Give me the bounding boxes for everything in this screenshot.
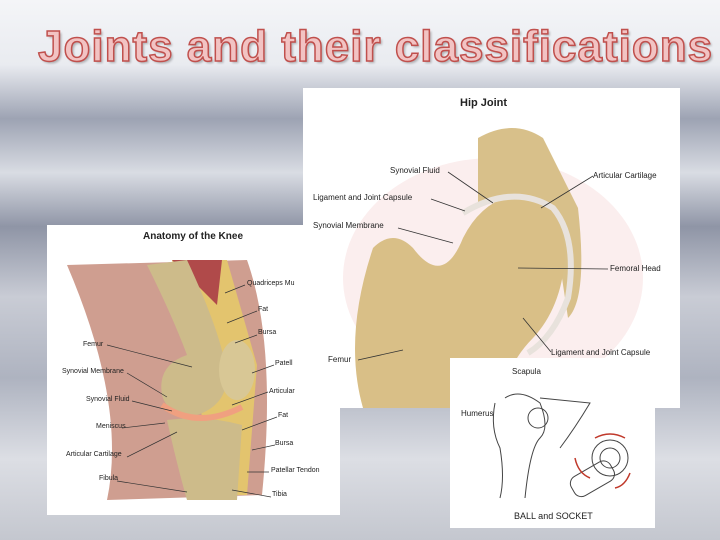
hip-title: Hip Joint [460, 97, 508, 109]
knee-label-synovial-membrane: Synovial Membrane [62, 368, 124, 375]
label-fibula: Fibula [99, 475, 119, 482]
ball-and-socket-diagram: Scapula Humerus BALL and SOCKET [450, 358, 655, 528]
slide-title: Joints and their classifications [37, 21, 714, 72]
label-synovial-membrane: Synovial Membrane [313, 221, 384, 230]
knee-label-femur: Femur [83, 341, 104, 348]
hip-label-ligament-joint-capsule-lower: Ligament and Joint Capsule [551, 348, 651, 357]
label-meniscus: Meniscus [96, 423, 126, 430]
hip-illustration [343, 128, 643, 408]
label-bursa: Bursa [258, 329, 277, 336]
knee-anatomy-diagram: Anatomy of the Knee Quadriceps Mu Fat Bu… [47, 225, 340, 515]
label-tibia: Tibia [272, 491, 287, 498]
hip-label-femoral-head: Femoral Head [610, 264, 661, 273]
label-articular: Articular [269, 388, 295, 395]
ball-and-socket-caption: BALL and SOCKET [514, 511, 593, 521]
knee-illustration [67, 260, 278, 500]
hip-label-articular-cartilage: Articular Cartilage [593, 171, 657, 180]
label-scapula: Scapula [512, 367, 541, 376]
hip-label-ligament-joint-capsule: Ligament and Joint Capsule [313, 193, 413, 202]
label-fat: Fat [258, 306, 269, 313]
label-patellar-tendon: Patellar Tendon [271, 467, 320, 474]
hip-joint-diagram: Hip Joint Synovial Fluid Ligament and Jo… [303, 88, 680, 408]
label-bursa-lower: Bursa [275, 440, 294, 447]
shoulder-illustration [492, 393, 631, 499]
knee-title: Anatomy of the Knee [143, 231, 244, 242]
label-femur: Femur [328, 355, 352, 364]
label-quadriceps: Quadriceps Mu [247, 280, 295, 287]
label-humerus: Humerus [461, 409, 494, 418]
label-synovial-fluid: Synovial Fluid [86, 396, 130, 403]
hip-label-synovial-fluid: Synovial Fluid [390, 166, 440, 175]
label-patella: Patell [275, 360, 293, 367]
label-fat-lower: Fat [278, 412, 289, 419]
label-articular-cartilage: Articular Cartilage [66, 451, 122, 458]
